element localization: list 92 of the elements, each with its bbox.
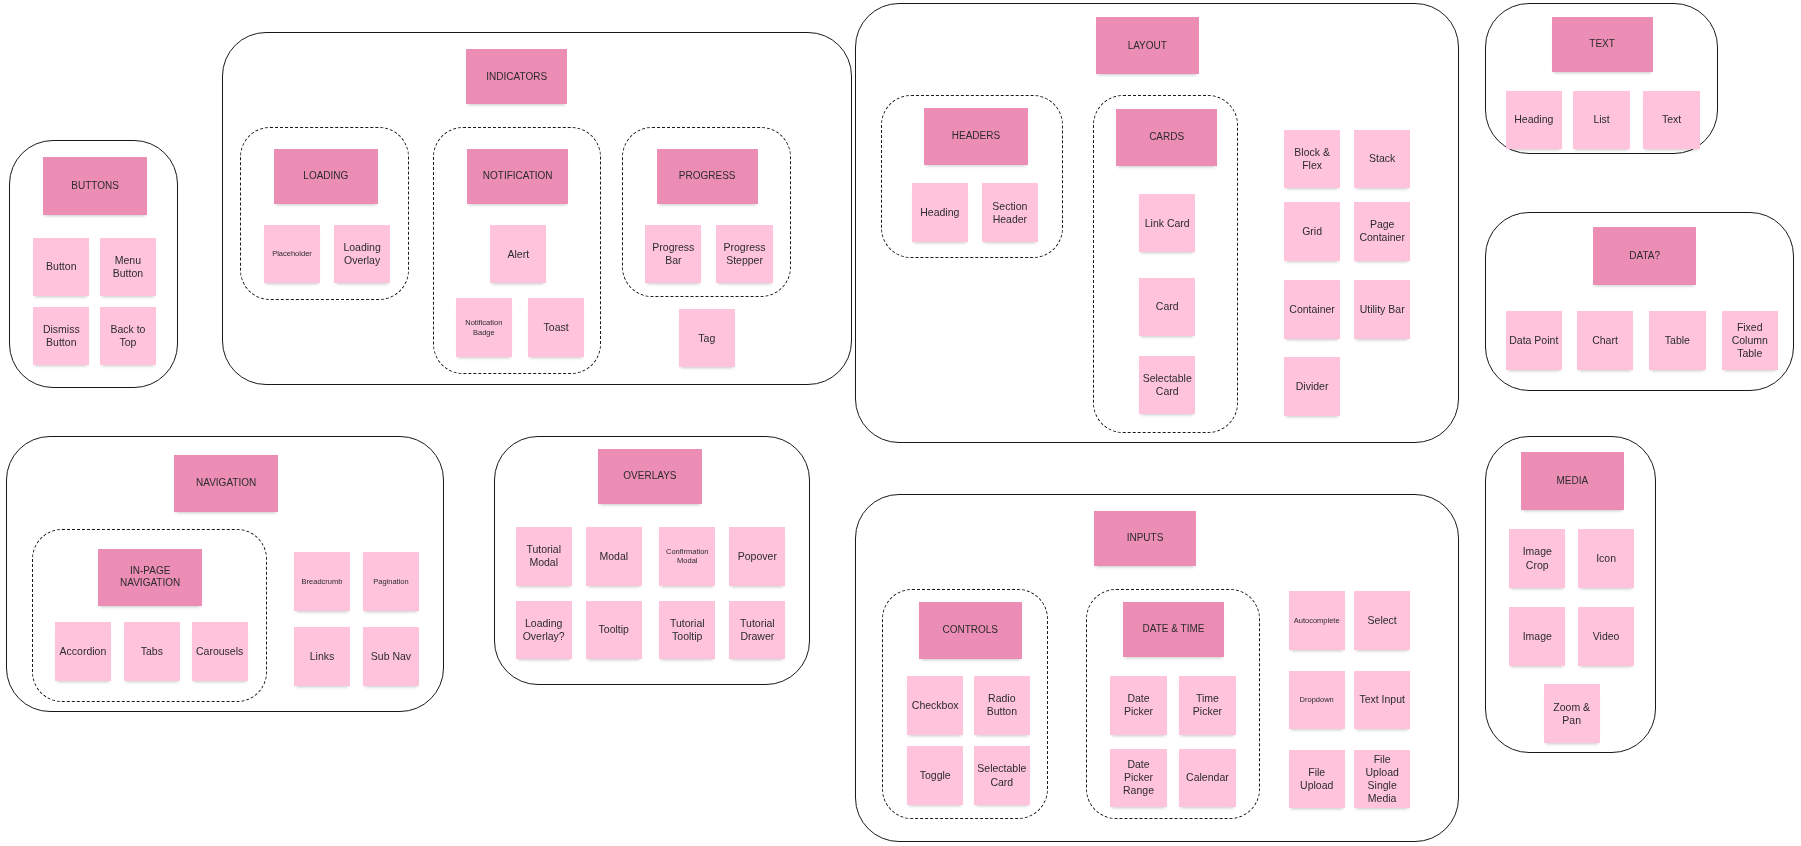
- sticky-note: Video: [1578, 607, 1635, 666]
- sticky-note: Loading Overlay: [333, 224, 391, 284]
- header-sticky-note: NAVIGATION: [174, 454, 278, 513]
- sticky-note: Link Card: [1139, 193, 1196, 253]
- sticky-note: Accordion: [54, 622, 112, 681]
- group-frame: [1485, 212, 1795, 391]
- sticky-note: Tabs: [123, 622, 180, 681]
- group-frame: [1485, 436, 1657, 754]
- sticky-note: Time Picker: [1179, 676, 1236, 735]
- sticky-note: Data Point: [1505, 311, 1562, 370]
- sticky-note: Fixed Column Table: [1721, 311, 1778, 370]
- header-sticky-note: NOTIFICATION: [467, 149, 569, 205]
- header-sticky-note: LOADING: [274, 149, 378, 205]
- sticky-note: File Upload: [1288, 749, 1345, 809]
- sticky-note: Carousels: [191, 622, 248, 681]
- sticky-note: Image: [1509, 607, 1566, 666]
- header-sticky-note: BUTTONS: [43, 157, 147, 215]
- sticky-note: File Upload Single Media: [1354, 749, 1411, 809]
- header-sticky-note: DATA?: [1592, 227, 1697, 285]
- sticky-note: Progress Bar: [645, 224, 702, 284]
- sticky-note: Page Container: [1354, 202, 1411, 261]
- dashed-group-frame: [32, 529, 268, 702]
- dashed-group-frame: [622, 127, 792, 298]
- sticky-note: Toggle: [907, 746, 964, 805]
- sticky-note: Table: [1649, 311, 1706, 370]
- sticky-note: Chart: [1576, 311, 1634, 370]
- dashed-group-frame: [1086, 589, 1260, 819]
- sticky-note: Icon: [1578, 529, 1635, 588]
- group-frame: [493, 436, 810, 685]
- sticky-note: Image Crop: [1509, 529, 1566, 588]
- group-frame: [221, 32, 853, 385]
- header-sticky-note: OVERLAYS: [598, 448, 702, 505]
- group-frame: [854, 3, 1459, 444]
- sticky-note: Select: [1354, 591, 1411, 650]
- header-sticky-note: CONTROLS: [918, 601, 1022, 659]
- sticky-note: Links: [293, 626, 351, 686]
- sticky-note: Radio Button: [973, 676, 1030, 735]
- sticky-note: Dismiss Button: [33, 306, 90, 366]
- dashed-group-frame: [880, 95, 1064, 259]
- sticky-note: Heading: [1505, 90, 1562, 150]
- sticky-note: Section Header: [981, 183, 1038, 243]
- sticky-note: Text Input: [1354, 670, 1411, 730]
- sticky-note: Heading: [911, 183, 968, 243]
- group-frame: [1485, 3, 1719, 154]
- sticky-note: Selectable Card: [973, 746, 1030, 805]
- dashed-group-frame: [432, 127, 601, 375]
- sticky-note: Stack: [1354, 129, 1411, 189]
- sticky-note: Selectable Card: [1139, 355, 1196, 415]
- sticky-note: Alert: [490, 224, 547, 284]
- group-frame: [5, 436, 445, 713]
- header-sticky-note: DATE & TIME: [1123, 601, 1225, 657]
- sticky-note: Block & Flex: [1283, 129, 1341, 189]
- dashed-group-frame: [881, 589, 1049, 819]
- header-sticky-note: INDICATORS: [466, 49, 568, 105]
- sticky-note: Grid: [1283, 202, 1341, 261]
- sticky-note: Date Picker Range: [1110, 748, 1167, 808]
- sticky-note: Checkbox: [907, 676, 964, 735]
- dashed-group-frame: [239, 127, 409, 300]
- dashed-group-frame: [1093, 95, 1238, 433]
- sticky-note: Button: [33, 237, 90, 297]
- sticky-note: Loading Overlay?: [515, 600, 572, 660]
- header-sticky-note: TEXT: [1551, 17, 1653, 73]
- header-sticky-note: INPUTS: [1094, 510, 1196, 567]
- sticky-note: Modal: [585, 527, 642, 586]
- sticky-note: Card: [1139, 277, 1196, 337]
- sticky-note: Sub Nav: [362, 626, 420, 686]
- sticky-note: Calendar: [1179, 748, 1236, 808]
- sticky-note: Container: [1283, 280, 1341, 339]
- header-sticky-note: HEADERS: [924, 107, 1028, 166]
- sticky-note: Tag: [678, 308, 735, 368]
- header-sticky-note: MEDIA: [1520, 452, 1624, 510]
- header-sticky-note: CARDS: [1116, 108, 1218, 167]
- sticky-note: Back to Top: [99, 306, 157, 366]
- sticky-note: Zoom & Pan: [1543, 684, 1600, 743]
- sticky-note: List: [1573, 90, 1630, 150]
- group-frame: [9, 140, 179, 389]
- sticky-note: Date Picker: [1110, 676, 1167, 735]
- sticky-note: Toast: [528, 298, 585, 357]
- header-sticky-note: LAYOUT: [1095, 17, 1199, 75]
- sticky-note: Text: [1643, 90, 1700, 150]
- sticky-note: Tutorial Tooltip: [659, 600, 716, 660]
- sticky-note: Utility Bar: [1354, 280, 1411, 339]
- header-sticky-note: PROGRESS: [656, 149, 758, 205]
- header-sticky-note: IN-PAGE NAVIGATION: [98, 548, 202, 607]
- sticky-note: Tooltip: [585, 600, 642, 660]
- group-frame: [854, 493, 1459, 842]
- sticky-note: Menu Button: [99, 237, 157, 297]
- sticky-note: Tutorial Modal: [515, 527, 572, 586]
- sticky-note: Divider: [1283, 357, 1341, 416]
- sticky-note: Tutorial Drawer: [729, 600, 786, 660]
- sticky-note: Progress Stepper: [716, 224, 773, 284]
- sticky-note: Popover: [729, 527, 786, 586]
